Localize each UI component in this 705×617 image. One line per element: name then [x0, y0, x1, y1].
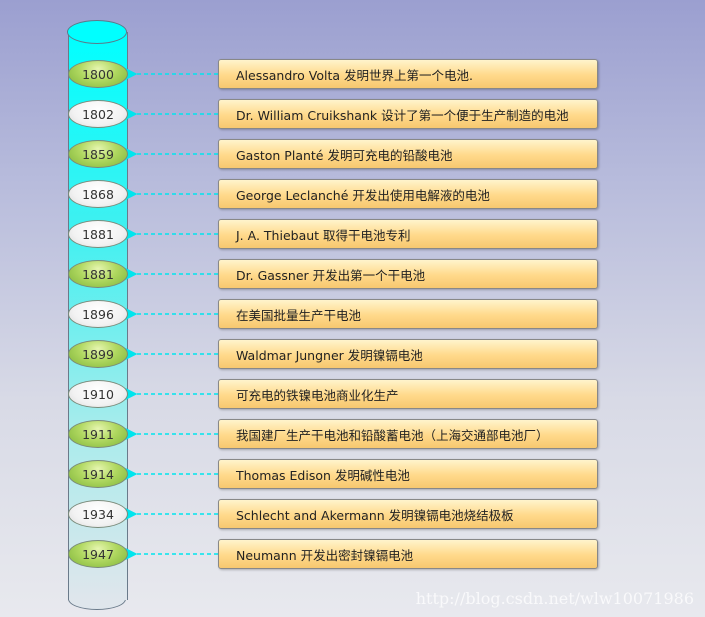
year-node: 1859 — [68, 140, 128, 168]
event-box: 在美国批量生产干电池 — [218, 299, 598, 329]
event-box: Schlecht and Akermann 发明镍镉电池烧结极板 — [218, 499, 598, 529]
watermark: http://blog.csdn.net/wlw10071986 — [415, 589, 694, 608]
event-box: J. A. Thiebaut 取得干电池专利 — [218, 219, 598, 249]
event-box: Alessandro Volta 发明世界上第一个电池. — [218, 59, 598, 89]
year-node: 1881 — [68, 260, 128, 288]
year-node: 1881 — [68, 220, 128, 248]
event-box: Gaston Planté 发明可充电的铅酸电池 — [218, 139, 598, 169]
year-node: 1899 — [68, 340, 128, 368]
year-node: 1896 — [68, 300, 128, 328]
event-box: 可充电的铁镍电池商业化生产 — [218, 379, 598, 409]
year-node: 1934 — [68, 500, 128, 528]
event-box: Waldmar Jungner 发明镍镉电池 — [218, 339, 598, 369]
event-box: 我国建厂生产干电池和铅酸蓄电池（上海交通部电池厂） — [218, 419, 598, 449]
event-box: Dr. William Cruikshank 设计了第一个便于生产制造的电池 — [218, 99, 598, 129]
year-node: 1868 — [68, 180, 128, 208]
event-box: Dr. Gassner 开发出第一个干电池 — [218, 259, 598, 289]
event-box: Neumann 开发出密封镍镉电池 — [218, 539, 598, 569]
year-node: 1914 — [68, 460, 128, 488]
event-box: George Leclanché 开发出使用电解液的电池 — [218, 179, 598, 209]
year-node: 1802 — [68, 100, 128, 128]
year-node: 1800 — [68, 60, 128, 88]
cylinder-top — [67, 20, 127, 44]
year-node: 1947 — [68, 540, 128, 568]
year-node: 1910 — [68, 380, 128, 408]
event-box: Thomas Edison 发明碱性电池 — [218, 459, 598, 489]
year-node: 1911 — [68, 420, 128, 448]
